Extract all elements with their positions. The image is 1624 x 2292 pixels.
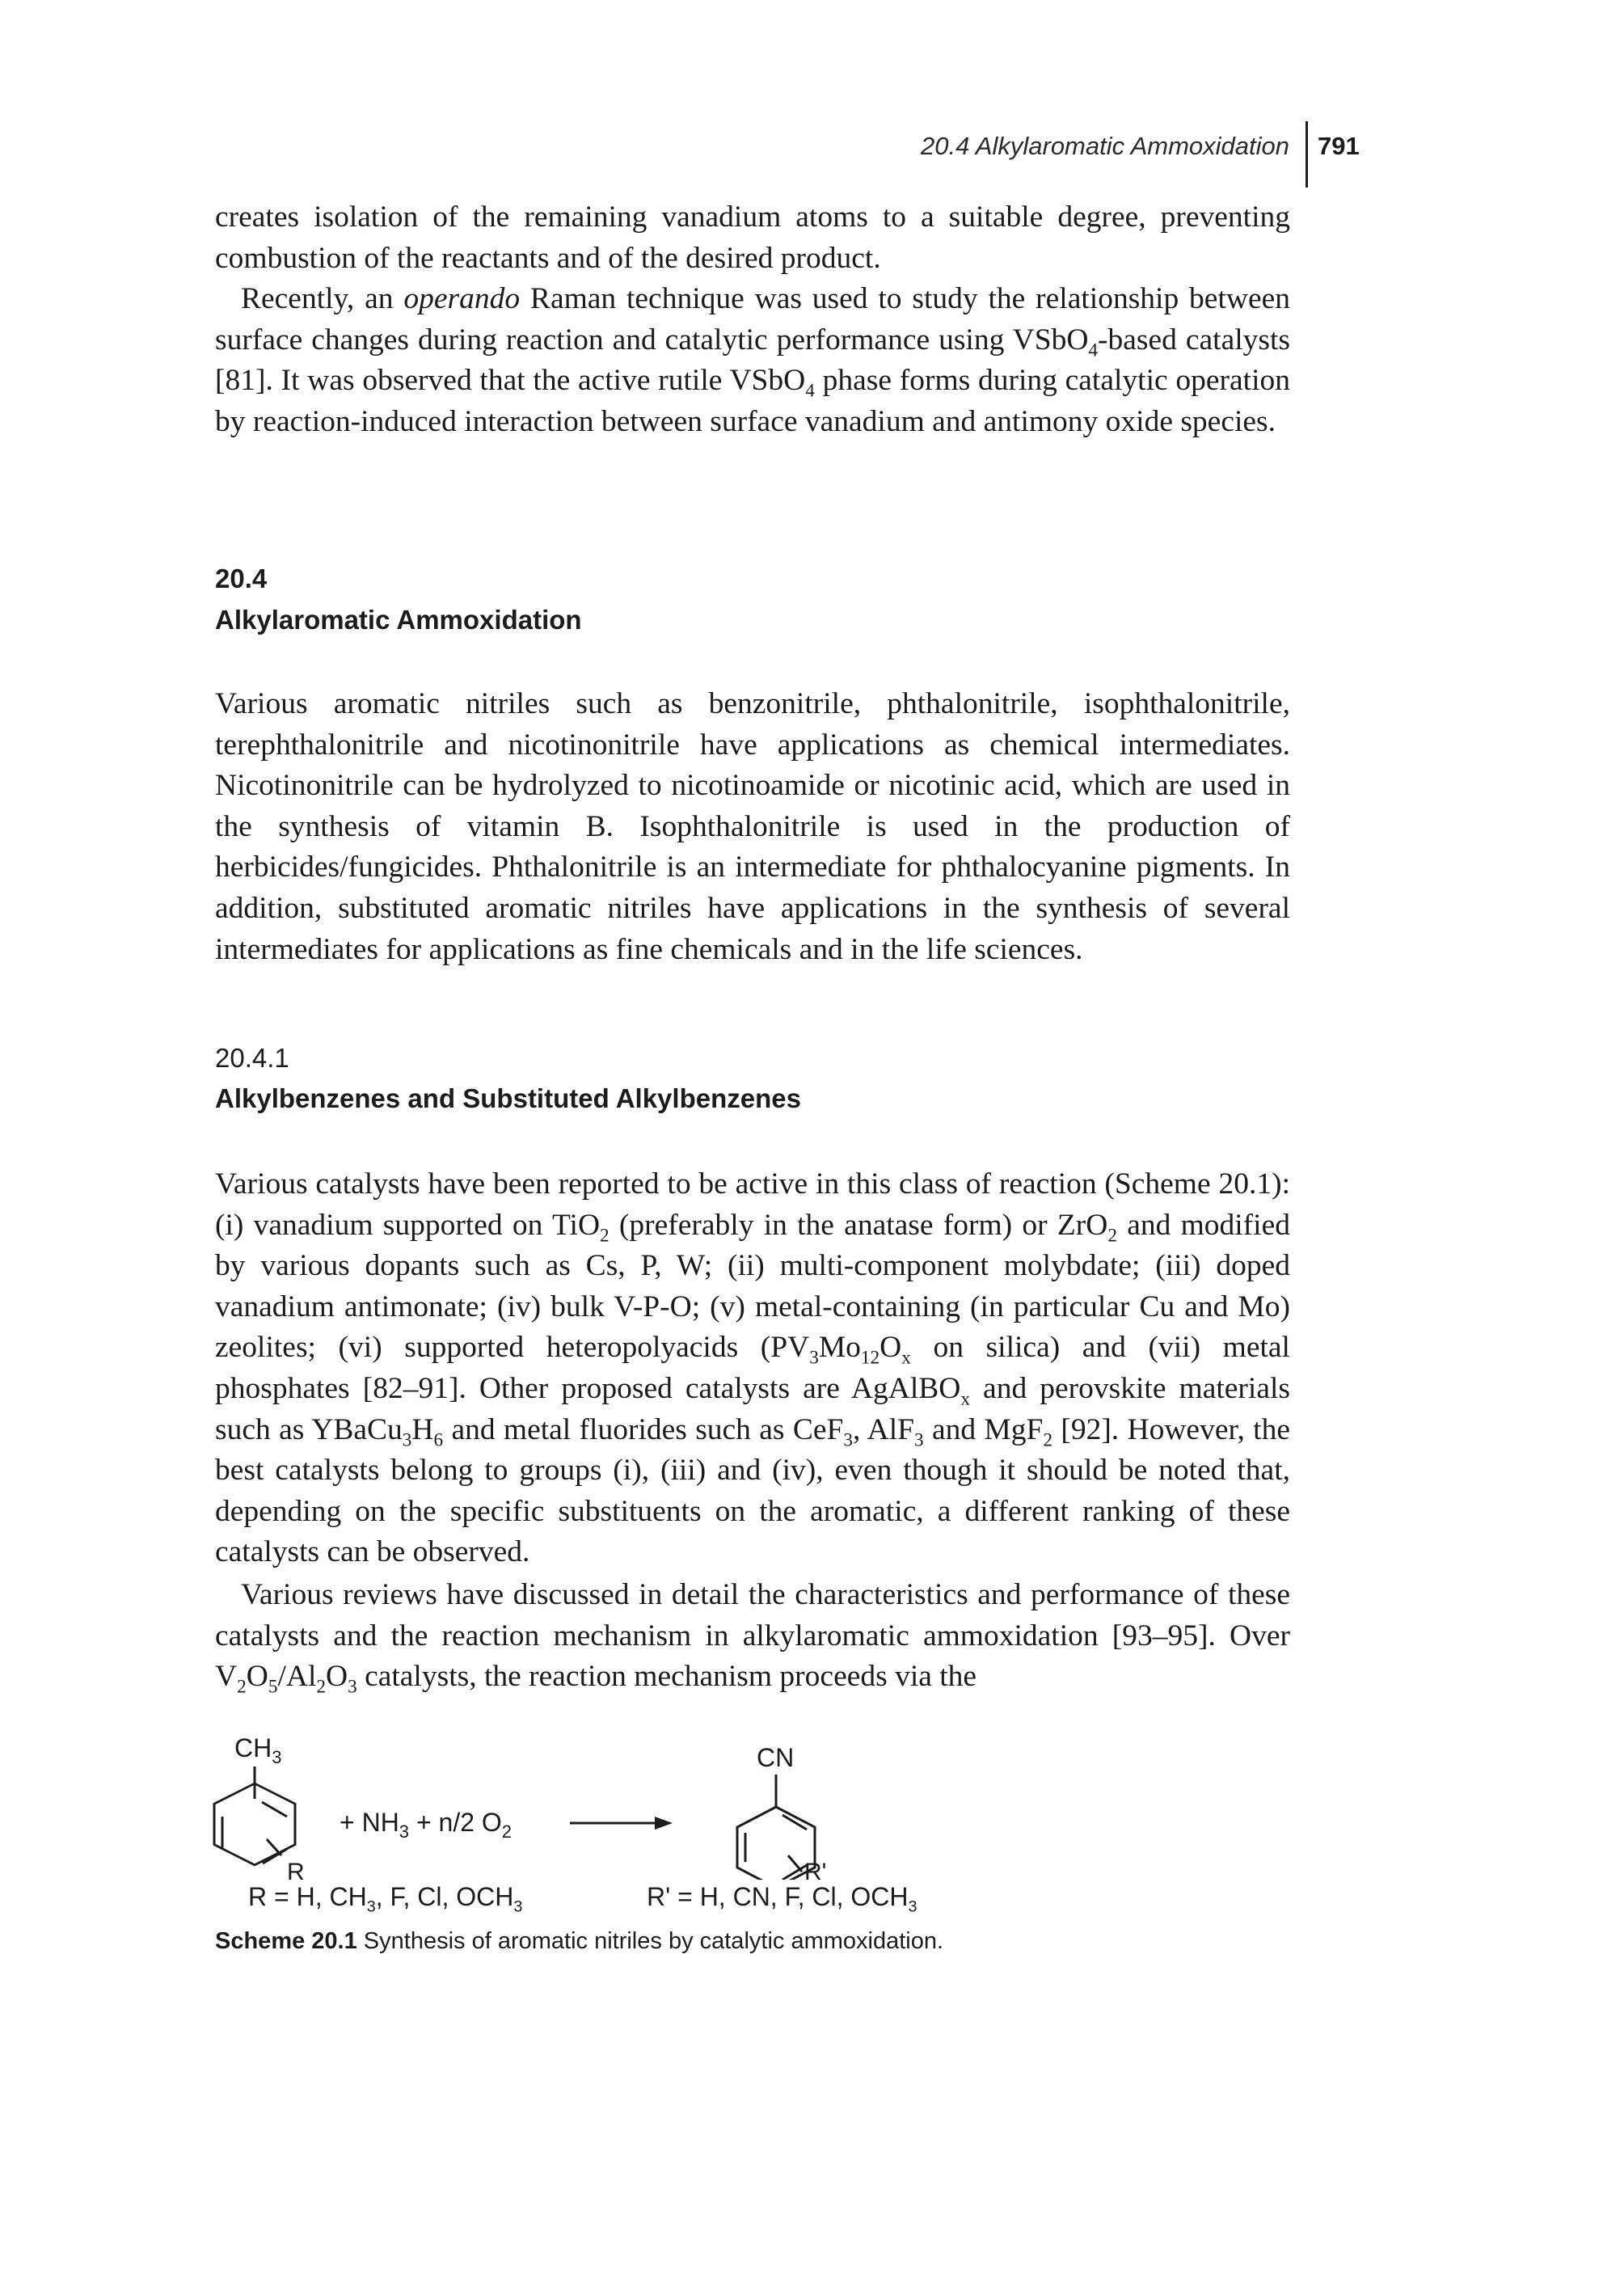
subsection-number: 20.4.1: [215, 1043, 289, 1073]
product-substituent-definition: R' = H, CN, F, Cl, OCH3: [647, 1882, 917, 1916]
reactant-substituent-label: R: [287, 1859, 305, 1880]
reaction-arrow: [570, 1817, 673, 1830]
paragraph-3: Various aromatic nitriles such as benzon…: [215, 687, 1290, 966]
paragraph-5: Various reviews have discussed in detail…: [215, 1578, 1290, 1698]
header-divider: [1306, 121, 1308, 188]
benzonitrile-structure: [736, 1775, 816, 1880]
section-title: Alkylaromatic Ammoxidation: [215, 605, 582, 635]
reactant-substituent-definition: R = H, CH3, F, Cl, OCH3: [248, 1882, 523, 1916]
toluene-structure: [213, 1766, 297, 1867]
subsection-title: Alkylbenzenes and Substituted Alkylbenze…: [215, 1083, 801, 1113]
reagents-label: + NH3 + n/2 O2: [340, 1808, 512, 1842]
paragraph-2: Recently, an operando Raman technique wa…: [215, 282, 1290, 438]
paragraph-4: Various catalysts have been reported to …: [215, 1167, 1290, 1569]
product-nitrile-label: CN: [757, 1743, 794, 1772]
caption-label: Scheme 20.1: [215, 1928, 357, 1954]
product-substituent-label: R': [804, 1859, 826, 1880]
caption-text: Synthesis of aromatic nitriles by cataly…: [363, 1928, 944, 1954]
running-title: 20.4 Alkylaromatic Ammoxidation: [921, 132, 1289, 160]
paragraph-1: creates isolation of the remaining vanad…: [215, 200, 1290, 275]
reactant-methyl-label: CH3: [234, 1733, 281, 1767]
section-number: 20.4: [215, 564, 268, 593]
reaction-scheme: CH3 R + NH3 + n/2 O2 CN R': [213, 1733, 826, 1880]
page-number: 791: [1318, 132, 1360, 160]
